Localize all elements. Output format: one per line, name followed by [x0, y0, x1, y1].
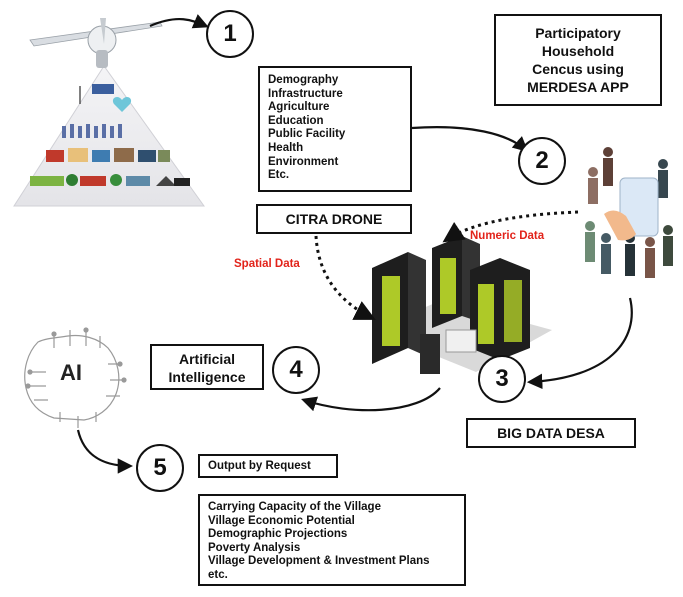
category-item: Agriculture — [268, 101, 330, 114]
arrow-drone-to-1 — [149, 14, 209, 29]
category-item: Infrastructure — [268, 87, 343, 100]
output-item: etc. — [208, 568, 228, 581]
category-item: Education — [268, 114, 324, 127]
arrow-list-to-2 — [411, 126, 529, 153]
outputs-list: Carrying Capacity of the Village Village… — [208, 501, 456, 583]
flow-arrows — [76, 14, 633, 474]
output-by-request-box: Output by Request — [198, 454, 338, 478]
spatial-data-label: Spatial Data — [234, 258, 300, 270]
ai-box-line: Artificial — [178, 351, 235, 367]
category-item: Environment — [268, 155, 339, 168]
arrow-ai-to-5 — [76, 429, 134, 474]
output-item: Village Development & Investment Plans — [208, 555, 430, 568]
output-item: Carrying Capacity of the Village — [208, 501, 381, 513]
ai-box-line: Intelligence — [168, 369, 246, 385]
output-by-request-label: Output by Request — [208, 460, 311, 472]
numeric-data-arrow — [442, 210, 579, 243]
participatory-line: Participatory — [535, 25, 621, 41]
big-data-desa-box: BIG DATA DESA — [466, 418, 636, 448]
numeric-data-label: Numeric Data — [470, 230, 545, 242]
step-number: 3 — [495, 365, 509, 392]
participatory-line: MERDESA APP — [527, 79, 629, 95]
step-3-circle: 3 — [478, 355, 526, 403]
data-categories-list: Demography Infrastructure Agriculture Ed… — [268, 74, 402, 183]
ai-icon-text: AI — [60, 360, 82, 385]
big-data-server-illustration — [372, 236, 552, 374]
participatory-line: Cencus using — [532, 61, 624, 77]
spatial-data-arrow — [314, 235, 376, 320]
output-item: Poverty Analysis — [208, 541, 301, 554]
drone-icon — [29, 18, 163, 68]
category-item: Etc. — [268, 169, 290, 182]
arrow-server-to-4 — [301, 387, 441, 412]
step-5-circle: 5 — [136, 444, 184, 492]
villagers-with-phone-illustration — [585, 147, 673, 278]
category-item: Demography — [268, 74, 339, 86]
step-number: 1 — [223, 20, 237, 47]
output-item: Demographic Projections — [208, 528, 348, 541]
step-number: 2 — [535, 147, 549, 174]
step-number: 4 — [289, 356, 303, 383]
citra-drone-label: CITRA DRONE — [285, 211, 383, 227]
arrow-people-to-3 — [526, 297, 633, 390]
step-1-circle: 1 — [206, 10, 254, 58]
data-categories-box: Demography Infrastructure Agriculture Ed… — [258, 66, 412, 192]
ai-brain-icon — [24, 327, 127, 428]
drone-scan-illustration — [13, 65, 205, 207]
participatory-census-box: Participatory Household Cencus using MER… — [494, 14, 662, 106]
participatory-line: Household — [541, 43, 615, 59]
step-number: 5 — [153, 454, 167, 481]
category-item: Health — [268, 141, 304, 154]
big-data-desa-label: BIG DATA DESA — [497, 425, 605, 441]
output-item: Village Economic Potential — [208, 514, 355, 527]
dotted-data-arrows — [314, 210, 579, 320]
category-item: Public Facility — [268, 128, 346, 141]
artificial-intelligence-box: Artificial Intelligence — [150, 344, 264, 390]
citra-drone-box: CITRA DRONE — [256, 204, 412, 234]
step-4-circle: 4 — [272, 346, 320, 394]
outputs-box: Carrying Capacity of the Village Village… — [198, 494, 466, 586]
step-2-circle: 2 — [518, 137, 566, 185]
